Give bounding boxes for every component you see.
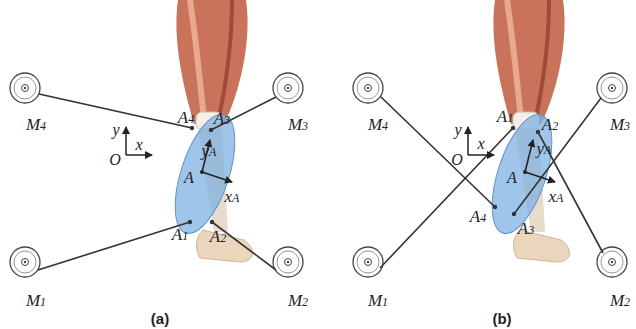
axis-label: yA — [202, 142, 217, 159]
anchor-label: A1 — [497, 108, 513, 125]
pulley-label: M1 — [26, 292, 46, 309]
pulley-label: M3 — [288, 116, 308, 133]
axis-label: xA — [549, 188, 564, 205]
anchor-label: A4 — [470, 208, 486, 225]
anchor-label: A — [507, 170, 517, 186]
axis-label: yA — [537, 140, 552, 157]
axis-label: xA — [225, 188, 240, 205]
pulley-label: M2 — [288, 292, 308, 309]
anchor-label: A3 — [518, 220, 534, 237]
anchor-label: A4 — [178, 109, 194, 126]
axis-label: y — [454, 122, 461, 138]
pulley-label: M3 — [610, 116, 630, 133]
axis-label: y — [112, 122, 119, 138]
panel-label: (b) — [492, 311, 511, 326]
anchor-label: A2 — [210, 228, 226, 245]
origin-label: O — [451, 152, 463, 168]
panel-label: (a) — [151, 311, 169, 326]
axis-label: x — [477, 136, 484, 152]
pulley-label: M4 — [368, 116, 388, 133]
anchor-label: A1 — [172, 226, 188, 243]
origin-label: O — [109, 152, 121, 168]
anchor-label: A3 — [214, 110, 230, 127]
anchor-label: A — [184, 170, 194, 186]
pulley-label: M1 — [368, 292, 388, 309]
axis-label: x — [135, 137, 142, 153]
pulley-label: M4 — [26, 116, 46, 133]
pulley-label: M2 — [610, 292, 630, 309]
anchor-label: A2 — [542, 116, 558, 133]
